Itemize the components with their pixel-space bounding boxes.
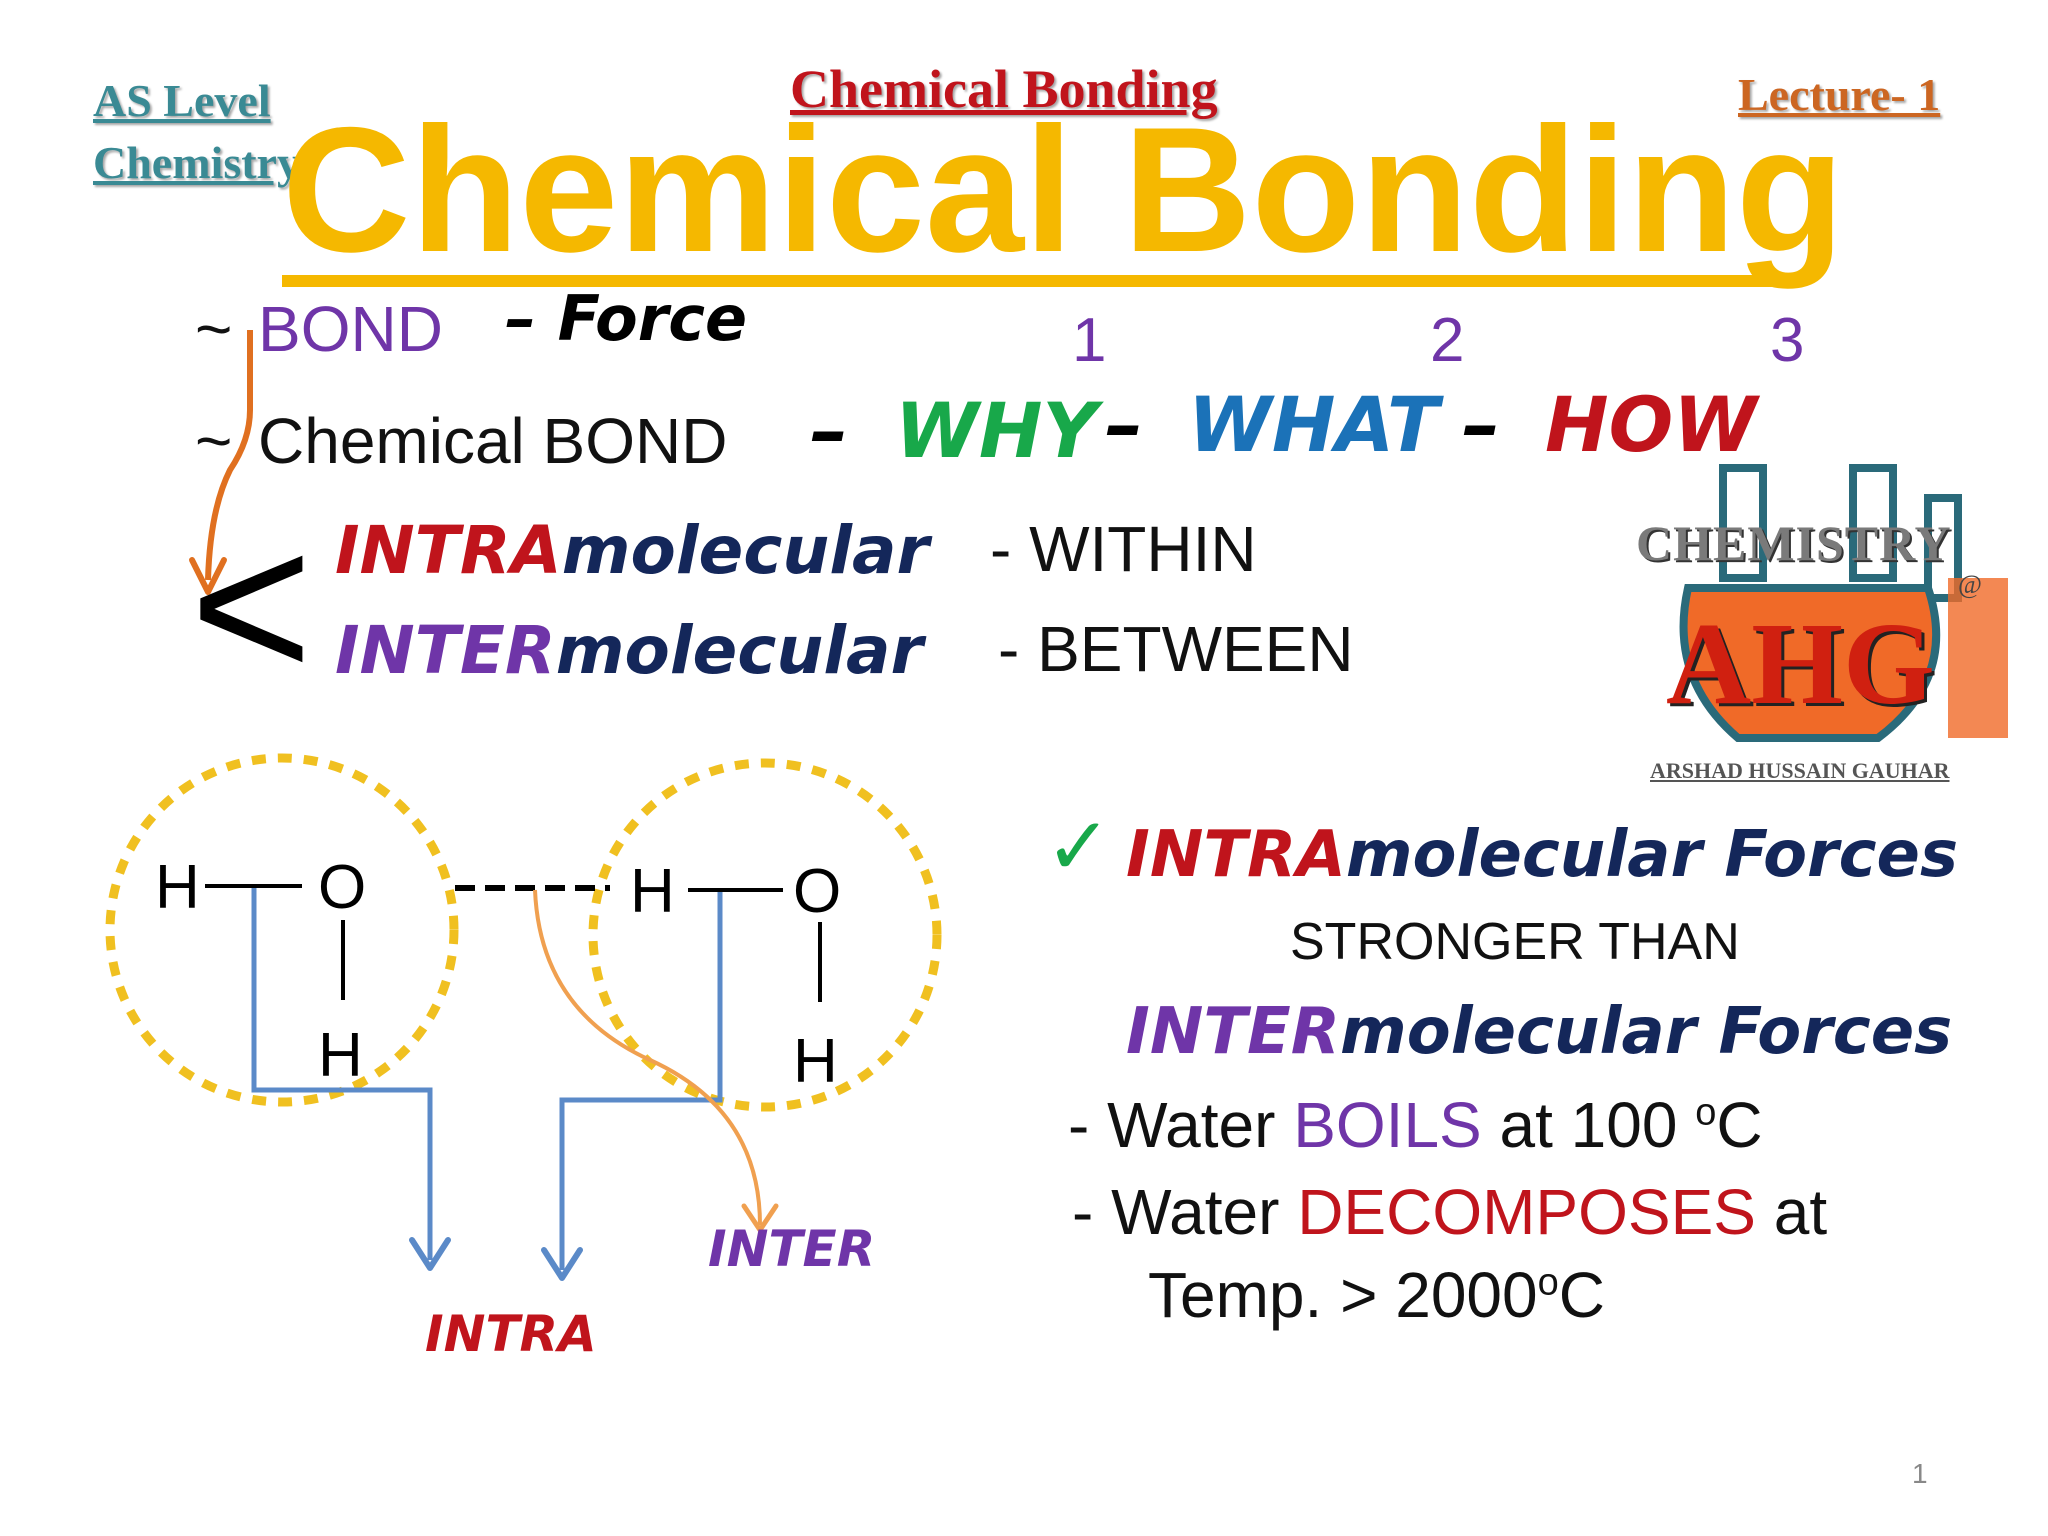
intra-arrow-1-head	[409, 1237, 451, 1271]
how-word: HOW	[1545, 380, 1758, 469]
branch-bracket: <	[190, 488, 313, 723]
course-label-line2: Chemistry	[93, 137, 300, 188]
dash-1: –	[1105, 380, 1143, 469]
atom-o2: O	[793, 857, 842, 926]
intra-suffix: molecular	[561, 512, 930, 589]
page-number: 1	[1912, 1458, 1928, 1489]
intra-prefix: INTRA	[335, 512, 562, 589]
logo-main-text: AHG	[1666, 598, 1935, 729]
w1-c: at 100	[1499, 1089, 1678, 1161]
w2-b: DECOMPOSES	[1297, 1176, 1756, 1248]
compare-inter-suffix: molecular Forces	[1340, 995, 1953, 1069]
lecture-number: Lecture- 1	[1738, 69, 1941, 120]
w1-sup: o	[1695, 1091, 1717, 1134]
water-bonding-diagram	[105, 753, 942, 1281]
logo-bottom-text: ARSHAD HUSSAIN GAUHAR	[1650, 758, 1950, 783]
number-2: 2	[1430, 306, 1465, 375]
what-word: WHAT	[1188, 380, 1439, 469]
inter-arrow	[533, 889, 762, 1226]
inter-label: INTER	[708, 1220, 876, 1278]
decompose-temperature: Temp. > 2000oC	[1148, 1258, 1605, 1332]
intra-arrow-2-head	[541, 1247, 583, 1281]
bond-arrow	[189, 330, 253, 595]
dash-2: –	[1462, 380, 1500, 469]
dash-0: –	[810, 386, 848, 475]
w3-sup: o	[1537, 1261, 1559, 1304]
w1-d: C	[1716, 1089, 1763, 1161]
w2-a: - Water	[1072, 1176, 1280, 1248]
atom-h2: H	[318, 1021, 363, 1090]
intermolecular-forces: INTERmolecular Forces	[1126, 995, 1952, 1069]
atom-h3: H	[630, 857, 675, 926]
atom-o1: O	[318, 853, 367, 922]
w3-a: Temp. > 2000	[1148, 1259, 1538, 1331]
intramolecular-term: INTRAmolecular	[335, 512, 929, 589]
w1-a: - Water	[1068, 1089, 1276, 1161]
water-boils-fact: - Water BOILS at 100 oC	[1068, 1088, 1763, 1162]
logo-at-text: @	[1958, 570, 1982, 599]
course-label: AS Level Chemistry	[93, 70, 300, 194]
course-label-line1: AS Level	[93, 75, 271, 126]
inter-arrow-head	[741, 1203, 779, 1233]
page-title: Chemical Bonding	[282, 90, 1845, 289]
w2-c: at	[1773, 1176, 1828, 1248]
compare-intra-suffix: molecular Forces	[1345, 818, 1959, 892]
w1-b: BOILS	[1293, 1089, 1482, 1161]
why-word: WHY	[895, 386, 1098, 475]
w3-b: C	[1558, 1259, 1605, 1331]
within-text: - WITHIN	[990, 513, 1257, 585]
intra-arrow-2	[559, 892, 723, 1270]
intra-arrow-1	[251, 888, 433, 1260]
compare-intra-prefix: INTRA	[1126, 818, 1346, 892]
bond-word: BOND	[258, 293, 443, 365]
tilde-2: ~	[195, 405, 233, 477]
slide-topic: Chemical Bonding	[790, 59, 1218, 119]
logo-top-text: CHEMISTRY	[1636, 515, 1952, 571]
intra-label: INTRA	[425, 1305, 597, 1363]
intermolecular-term: INTERmolecular	[335, 612, 923, 689]
chemistry-ahg-logo: CHEMISTRY @ AHG ARSHAD HUSSAIN GAUHAR	[1628, 428, 2028, 804]
chemical-bond-word: Chemical BOND	[258, 405, 728, 477]
check-icon: ✓	[1045, 800, 1113, 893]
water-decomposes-fact: - Water DECOMPOSES at	[1072, 1175, 1827, 1249]
molecule-1-circle	[105, 753, 459, 1107]
logo-flask-icon	[1679, 464, 2008, 742]
inter-suffix: molecular	[555, 612, 924, 689]
atom-h1: H	[155, 853, 200, 922]
between-text: - BETWEEN	[998, 613, 1354, 685]
inter-prefix: INTER	[335, 612, 556, 689]
molecule-2-circle	[588, 758, 942, 1112]
stronger-than: STRONGER THAN	[1290, 913, 1740, 971]
tilde-1: ~	[195, 293, 233, 365]
force-word: – Force	[505, 282, 748, 355]
title-underline	[282, 275, 1782, 287]
number-1: 1	[1072, 306, 1107, 375]
compare-inter-prefix: INTER	[1126, 995, 1341, 1069]
atom-h4: H	[793, 1027, 838, 1096]
intramolecular-forces: INTRAmolecular Forces	[1126, 818, 1958, 892]
number-3: 3	[1770, 306, 1805, 375]
